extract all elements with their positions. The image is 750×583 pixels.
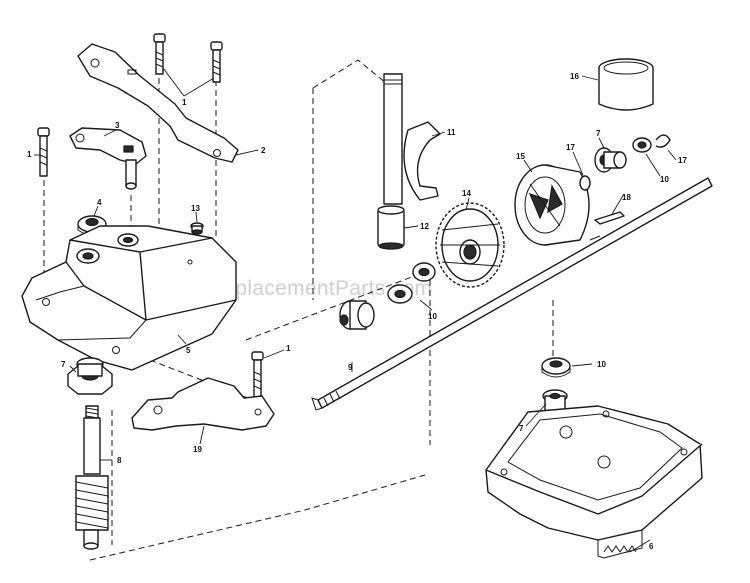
snap-ring-part-17-a: [579, 175, 591, 191]
key-part-18: [594, 211, 625, 225]
callout-15: 15: [516, 152, 525, 161]
lower-housing-part-6: [485, 405, 703, 559]
leader-lines: [34, 67, 677, 553]
watermark-text: eReplacementParts.com: [196, 277, 432, 300]
plate-part-19: [131, 377, 275, 431]
upper-housing-part-5: [21, 225, 237, 371]
callout-4: 4: [97, 198, 102, 207]
callout-10-a: 10: [660, 175, 669, 184]
bushing-part-7-bottom: [542, 389, 568, 413]
callout-18: 18: [622, 193, 631, 202]
bracket-part-2: [77, 43, 239, 163]
callout-19: 19: [193, 445, 202, 454]
callout-1-top: 1: [182, 98, 187, 107]
callout-13: 13: [191, 204, 200, 213]
sleeve-part-16: [598, 58, 654, 111]
callout-1-left: 1: [27, 150, 32, 159]
plug-part-13: [190, 222, 204, 235]
bushing-part-7-left: [67, 357, 113, 395]
callout-17-b: 17: [678, 156, 687, 165]
shift-arm-part-3: [69, 127, 147, 190]
callout-3: 3: [115, 121, 120, 130]
callout-7-bottom: 7: [519, 424, 524, 433]
callout-10-b: 10: [428, 312, 437, 321]
gear-part-14: [435, 202, 505, 288]
bolt-part-1-lower: [251, 351, 264, 401]
washer-part-10-c: [541, 357, 571, 378]
worm-shaft-part-8: [75, 405, 109, 550]
washer-part-10-a: [632, 137, 652, 153]
collar-part-7-shaft: [339, 300, 375, 330]
callout-8: 8: [117, 456, 122, 465]
callout-2: 2: [261, 146, 266, 155]
callout-12: 12: [420, 222, 429, 231]
callout-14: 14: [462, 189, 471, 198]
callout-10-c: 10: [597, 360, 606, 369]
callout-1-lower: 1: [286, 344, 291, 353]
callout-16: 16: [570, 72, 579, 81]
callout-7-right: 7: [596, 129, 601, 138]
clutch-drum-part-15: [514, 164, 590, 246]
callout-5: 5: [186, 346, 191, 355]
shift-fork-part-11: [403, 121, 441, 201]
callout-7-left: 7: [61, 360, 66, 369]
washer-part-10-shaft: [412, 262, 436, 282]
callout-9: 9: [348, 363, 353, 372]
shift-rod-part-12: [377, 73, 405, 250]
callout-17-a: 17: [566, 143, 575, 152]
callout-labels: 1 2 3 1 4 13 5 7 1 19 8 11 12 14 15 16 1…: [27, 72, 687, 551]
callout-11: 11: [447, 128, 456, 137]
washer-part-10-b: [387, 284, 413, 304]
bolt-part-1-top: [153, 33, 223, 83]
bolt-part-1-left: [37, 127, 50, 177]
bushing-part-7-right: [594, 147, 627, 173]
snap-ring-part-17-b: [655, 134, 671, 148]
axle-shaft-part-9: [311, 177, 713, 411]
callout-6: 6: [649, 542, 654, 551]
